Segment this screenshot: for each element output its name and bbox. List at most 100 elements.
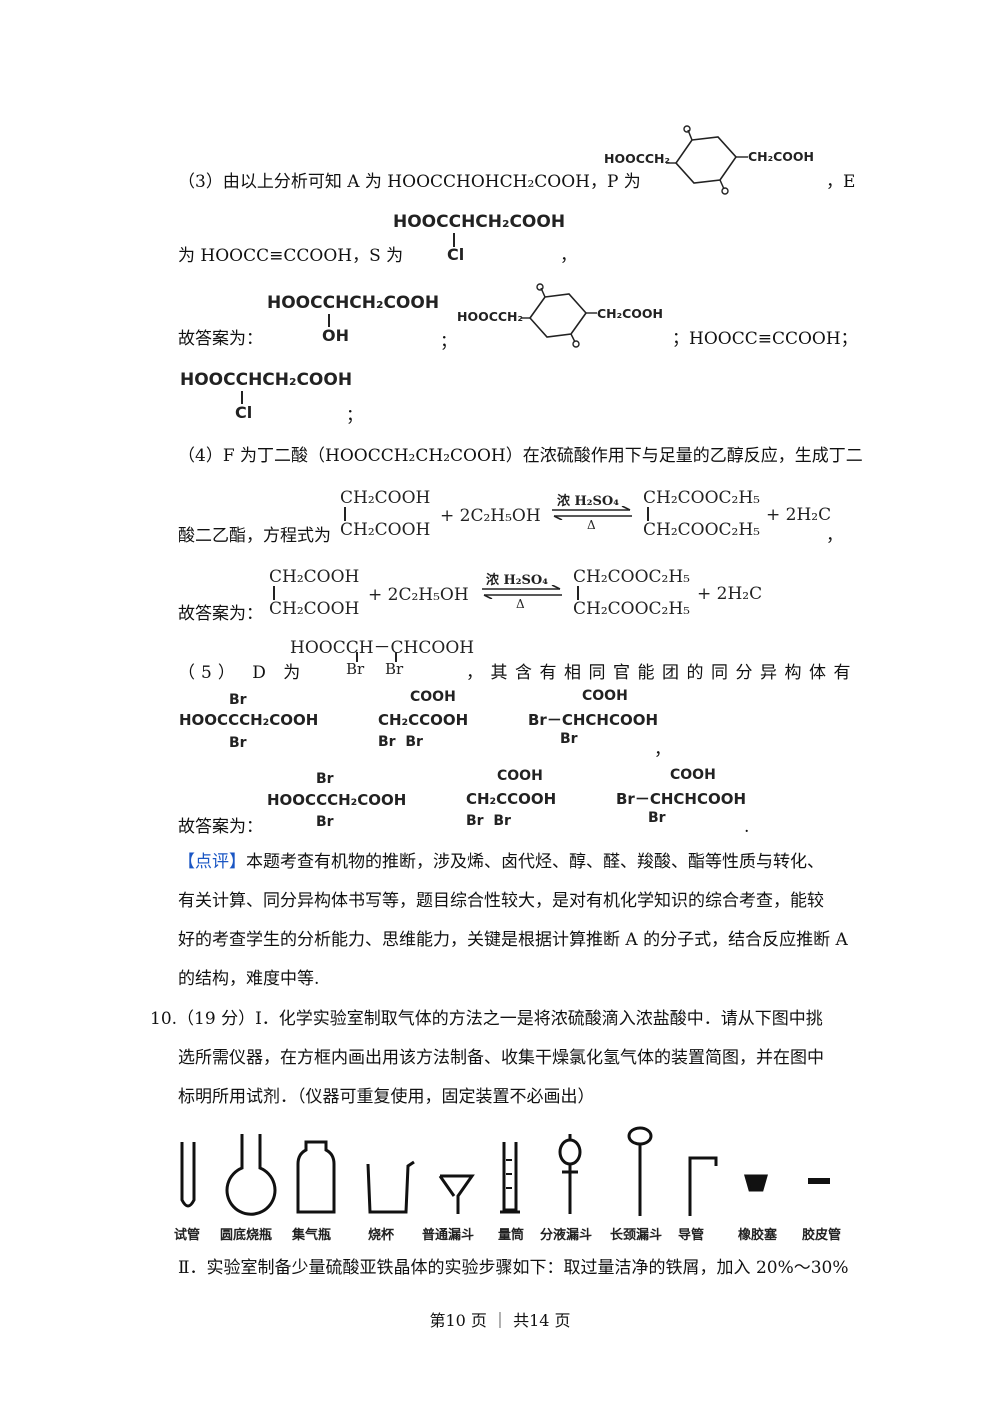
iso2-bot: Br Br	[378, 734, 423, 750]
page-footer: 第10 页 ｜ 共14 页	[429, 1311, 571, 1330]
eq1-condition-bot: Δ	[587, 518, 596, 532]
s-structure-bond	[453, 233, 455, 247]
lactone-answer-right-label: CH₂COOH	[597, 306, 663, 321]
lactone-answer-left-label: HOOCCH₂	[457, 309, 523, 324]
s-structure-answer-sub: Cl	[235, 403, 253, 422]
lactone-structure-answer: HOOCCH₂ CH₂COOH	[457, 283, 663, 348]
eq1-reversible-arrow	[552, 506, 632, 520]
test-tube-icon	[180, 1142, 196, 1208]
d-structure-main: HOOCCH－CHCOOH	[290, 638, 475, 658]
s-structure-answer-bond	[241, 391, 243, 404]
part3-sep1: ；	[440, 332, 457, 352]
comment-line1: 【点评】本题考查有机物的推断，涉及烯、卤代烃、醇、醛、羧酸、酯等性质与转化、	[178, 850, 824, 874]
eq2-plus-ethanol: + 2C₂H₅OH	[368, 585, 469, 605]
iso1-answer-bot: Br	[316, 814, 334, 830]
s-structure-answer-main: HOOCCHCH₂COOH	[180, 370, 353, 390]
rubber-tube-icon	[808, 1178, 830, 1184]
eq2-reversible-arrow	[482, 585, 562, 599]
eq1-plus-ethanol: + 2C₂H₅OH	[440, 506, 541, 526]
iso1-main: HOOCCCH₂COOH	[179, 711, 319, 729]
part5-answer-label: 故答案为：	[178, 817, 263, 837]
part5-period: .	[744, 817, 750, 837]
apparatus-label-cylinder: 量筒	[498, 1228, 525, 1243]
eq2-condition-top: 浓 H₂SO₄	[486, 573, 548, 588]
iso2-main: CH₂CCOOH	[378, 711, 469, 729]
comment-tag: 【点评】	[178, 852, 246, 872]
gas-jar-icon	[296, 1140, 336, 1214]
q10-part2: Ⅱ．实验室制备少量硫酸亚铁晶体的实验步骤如下：取过量洁净的铁屑，加入 20%～3…	[178, 1258, 849, 1278]
part3-line2: 为 HOOCC≡CCOOH，S 为	[178, 246, 404, 266]
q10-line2: 选所需仪器，在方框内画出用该方法制备、收集干燥氯化氢气体的装置简图，并在图中	[178, 1048, 824, 1068]
apparatus-labels: 试管 圆底烧瓶 集气瓶 烧杯 普通漏斗 量筒 分液漏斗 长颈漏斗 导管 橡胶塞 …	[170, 1224, 850, 1244]
round-bottom-flask-icon	[225, 1134, 277, 1216]
apparatus-label-tube: 导管	[678, 1228, 705, 1243]
lactone-structure-p: HOOCCH₂ CH₂COOH	[604, 125, 814, 195]
eq1-reactant-bot: CH₂COOH	[340, 520, 431, 540]
iso1-answer-main: HOOCCCH₂COOH	[267, 791, 407, 809]
apparatus-label-test-tube: 试管	[174, 1228, 201, 1243]
iso3-bot: Br	[560, 731, 578, 747]
eq2-plus-water: + 2H₂C	[697, 584, 763, 604]
s-structure-main: HOOCCHCH₂COOH	[393, 212, 566, 232]
iso3-top: COOH	[582, 688, 628, 704]
eq2-bond-product	[577, 586, 579, 600]
eq1-bond	[344, 507, 346, 521]
a-structure-sub: OH	[322, 326, 349, 345]
iso2-answer-top: COOH	[497, 768, 543, 784]
delivery-tube-icon	[688, 1156, 718, 1216]
part4-line1: （4）F 为丁二酸（HOOCCH₂CH₂COOH）在浓硫酸作用下与足量的乙醇反应…	[178, 446, 863, 466]
part3-line1: （3）由以上分析可知 A 为 HOOCCHOHCH₂COOH，P 为	[178, 172, 641, 192]
lactone-left-label: HOOCCH₂	[604, 151, 670, 166]
comment-line3: 好的考查学生的分析能力、思维能力，关键是根据计算推断 A 的分子式，结合反应推断…	[178, 930, 848, 950]
d-bond-1	[356, 652, 358, 662]
d-br-1: Br	[346, 660, 365, 678]
part4-eq1-end: ，	[826, 526, 843, 546]
a-structure-main: HOOCCHCH₂COOH	[267, 293, 440, 313]
iso3-answer-top: COOH	[670, 767, 716, 783]
iso2-top: COOH	[410, 689, 456, 705]
apparatus-figure	[180, 1126, 830, 1216]
part3-line2-suffix: ，	[560, 246, 577, 266]
a-structure-bond	[328, 314, 330, 327]
lactone-right-label: CH₂COOH	[748, 149, 814, 164]
apparatus-label-stopper: 橡胶塞	[738, 1228, 778, 1243]
eq1-bond-product	[647, 507, 649, 521]
comment-line4: 的结构，难度中等.	[178, 969, 320, 989]
part5-prefix: （5） D 为	[178, 663, 307, 683]
long-neck-funnel-icon	[627, 1126, 653, 1216]
separatory-funnel-icon	[558, 1134, 582, 1214]
eq1-plus-water: + 2H₂C	[766, 505, 832, 525]
rubber-stopper-icon	[744, 1174, 768, 1192]
eq2-condition-bot: Δ	[516, 597, 525, 611]
eq2-reactant-top: CH₂COOH	[269, 567, 360, 587]
apparatus-label-funnel: 普通漏斗	[422, 1228, 475, 1243]
d-br-2: Br	[385, 660, 404, 678]
eq2-bond	[273, 586, 275, 600]
part3-answer-label: 故答案为：	[178, 329, 263, 349]
comment-text-1: 本题考查有机物的推断，涉及烯、卤代烃、醇、醛、羧酸、酯等性质与转化、	[246, 852, 824, 872]
eq1-product-top: CH₂COOC₂H₅	[643, 488, 760, 508]
apparatus-label-beaker: 烧杯	[368, 1228, 395, 1243]
iso1-bot: Br	[229, 735, 247, 751]
eq2-reactant-bot: CH₂COOH	[269, 599, 360, 619]
eq2-product-top: CH₂COOC₂H₅	[573, 567, 690, 587]
part5-comma: ，	[654, 740, 671, 760]
eq2-product-bot: CH₂COOC₂H₅	[573, 599, 690, 619]
q10-line1: 10.（19 分）Ⅰ．化学实验室制取气体的方法之一是将浓硫酸滴入浓盐酸中．请从下…	[150, 1009, 823, 1029]
graduated-cylinder-icon	[500, 1142, 520, 1214]
apparatus-label-gas-jar: 集气瓶	[292, 1228, 332, 1243]
part3-sep2: ；HOOCC≡CCOOH；	[672, 329, 858, 349]
beaker-icon	[366, 1160, 415, 1214]
apparatus-label-sep-funnel: 分液漏斗	[540, 1228, 593, 1243]
apparatus-label-flask: 圆底烧瓶	[220, 1228, 273, 1243]
comment-line2: 有关计算、同分异构体书写等，题目综合性较大，是对有机化学知识的综合考查，能较	[178, 891, 824, 911]
iso3-main: Br－CHCHCOOH	[528, 711, 659, 729]
iso2-answer-bot: Br Br	[466, 813, 511, 829]
part3-end: ；	[346, 406, 363, 426]
eq1-condition-top: 浓 H₂SO₄	[557, 494, 619, 509]
iso3-answer-bot: Br	[648, 810, 666, 826]
eq1-reactant-top: CH₂COOH	[340, 488, 431, 508]
q10-line3: 标明所用试剂．（仪器可重复使用，固定装置不必画出）	[178, 1087, 595, 1107]
funnel-icon	[438, 1174, 475, 1214]
eq1-product-bot: CH₂COOC₂H₅	[643, 520, 760, 540]
